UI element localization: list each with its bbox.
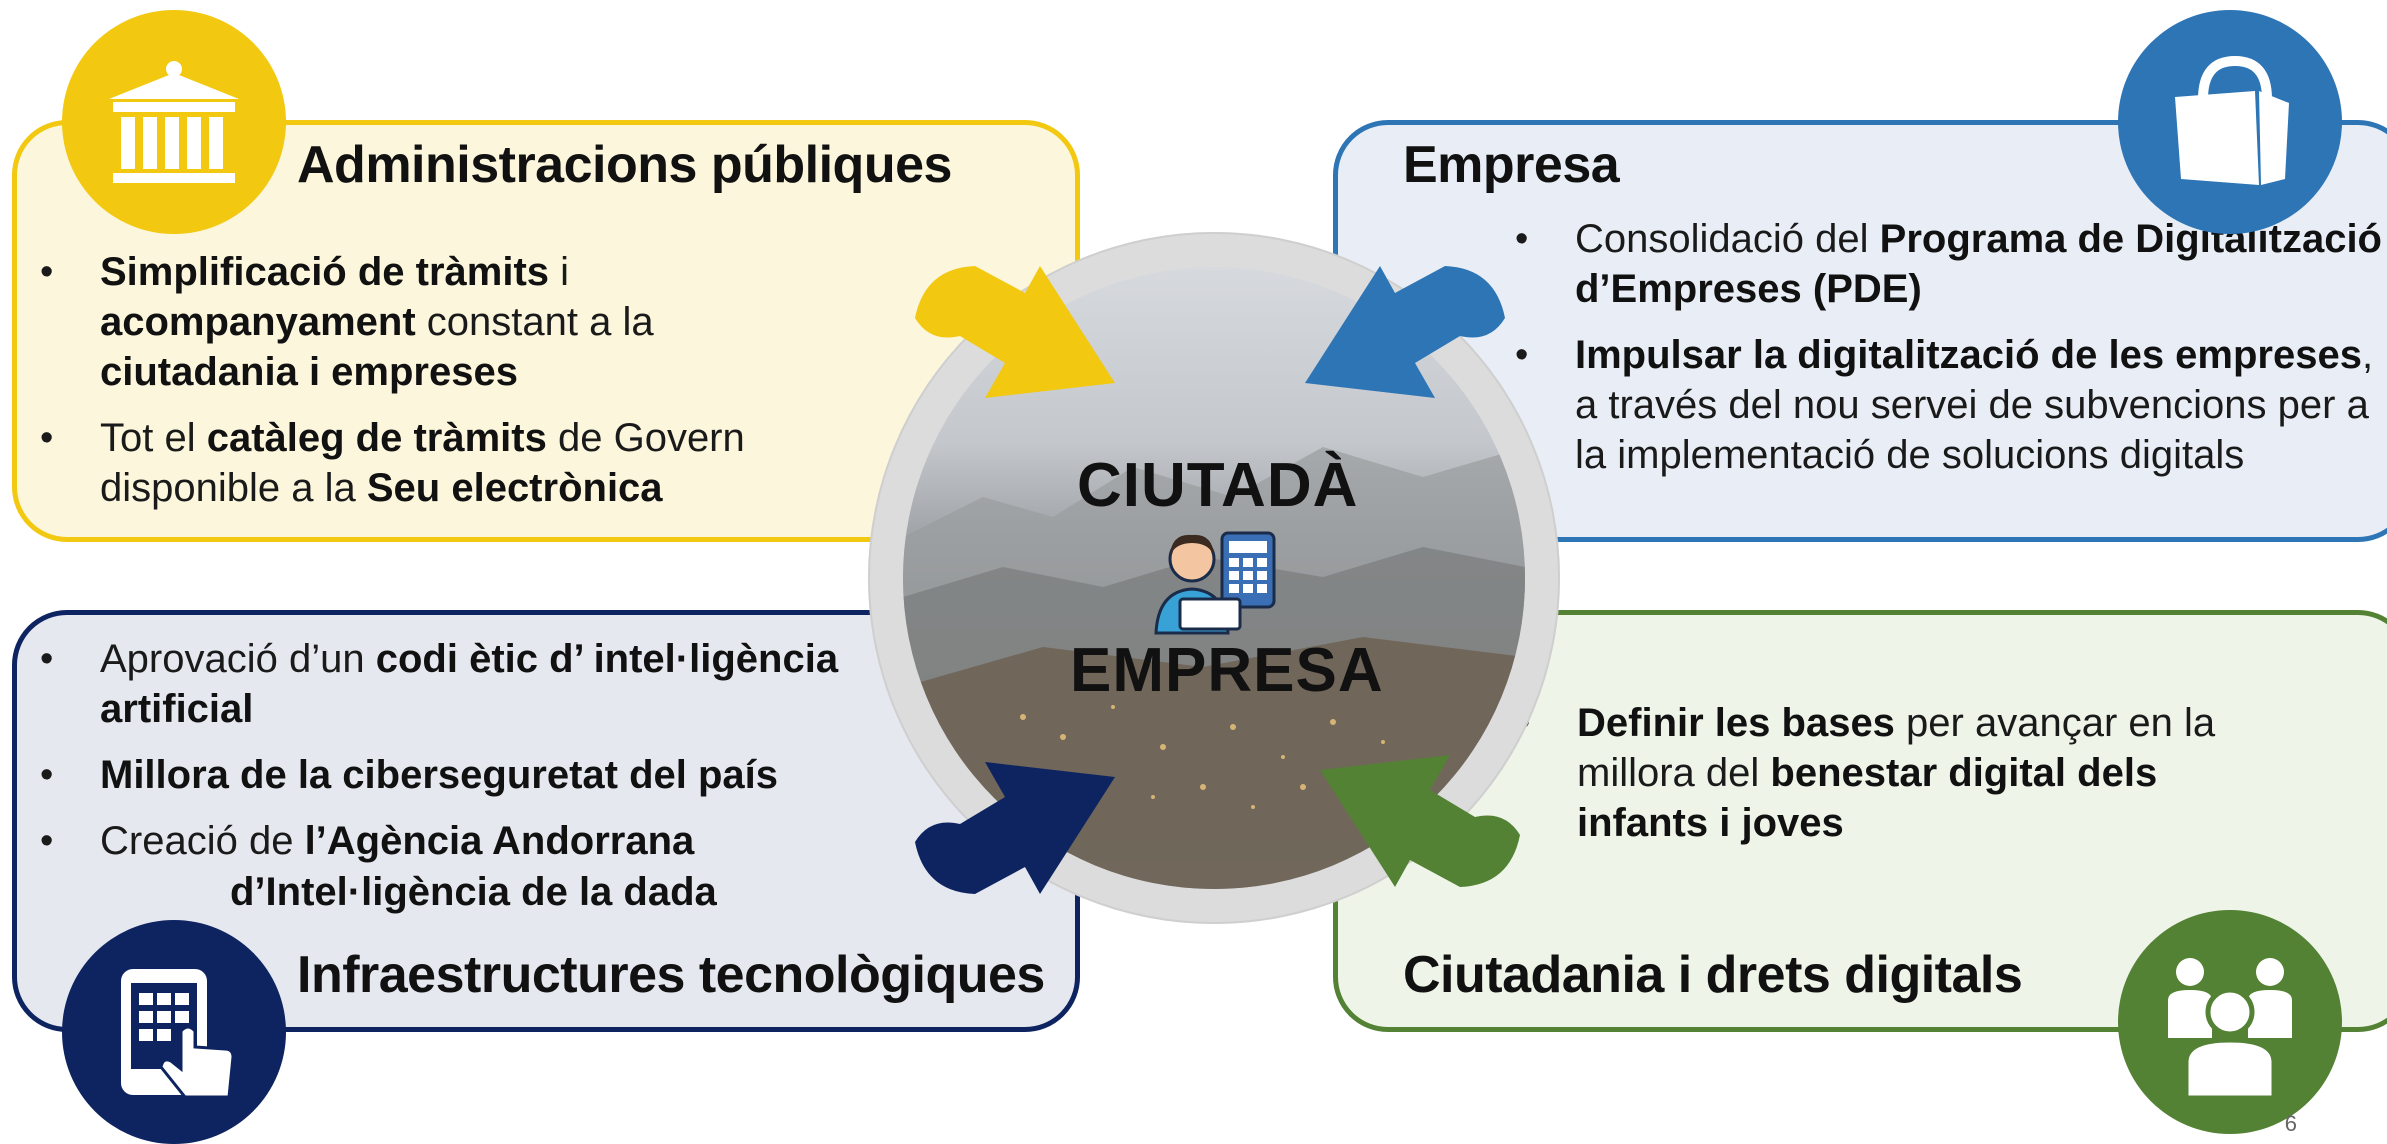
- arrow-infra-to-center: [915, 762, 1115, 894]
- bullet-emphasis: Simplificació de tràmits: [100, 250, 550, 294]
- page-number: 6: [2284, 1111, 2297, 1136]
- bullet-text: Creació de: [100, 819, 305, 863]
- bullet-text: de Govern disponible a la: [100, 416, 745, 510]
- infraestructures-icon-badge: [62, 920, 286, 1144]
- bullet-emphasis: Seu electrònica: [366, 466, 663, 510]
- bullet-item: Tot el catàleg de tràmits de Govern disp…: [40, 413, 840, 513]
- bullet-text: per avançar en la millora del: [1577, 701, 2216, 795]
- ciutadania-icon-badge: [2118, 910, 2342, 1134]
- arrow-admin-to-center: [915, 266, 1115, 398]
- bullet-item: Impulsar la digitalització de les empres…: [1515, 330, 2387, 480]
- government-building-icon: [109, 61, 239, 183]
- title-empresa: Empresa: [1403, 136, 1620, 194]
- bullet-continuation: d’Intel·ligència de la dada: [40, 867, 910, 917]
- bullet-item: Aprovació d’un codi ètic d’ intel·ligènc…: [40, 634, 910, 734]
- tablet-touch-icon: [121, 969, 235, 1099]
- bullet-list-ciutadania: Definir les bases per avançar en la mill…: [1517, 698, 2297, 864]
- person-laptop-icon: [1154, 531, 1276, 635]
- bullet-item: Millora de la ciberseguretat del país: [40, 750, 910, 800]
- bullet-emphasis: Impulsar la digitalització de les empres…: [1575, 333, 2362, 377]
- bullet-list-infraestructures: Aprovació d’un codi ètic d’ intel·ligènc…: [40, 634, 910, 882]
- shopping-bag-icon: [2175, 55, 2289, 185]
- bullet-continuation-text: d’Intel·ligència de la dada: [230, 870, 717, 914]
- bullet-text: Consolidació del: [1575, 217, 1880, 261]
- empresa-icon-badge: [2118, 10, 2342, 234]
- bullet-item: Consolidació del Programa de Digitalitza…: [1515, 214, 2387, 314]
- bullet-text: Aprovació d’un: [100, 637, 376, 681]
- bullet-emphasis: acompanyament: [100, 300, 416, 344]
- bullet-list-empresa: Consolidació del Programa de Digitalitza…: [1515, 214, 2387, 496]
- arrow-ciutadania-to-center: [1320, 755, 1520, 887]
- bullet-emphasis: codi ètic d’ intel·ligència artificial: [100, 637, 839, 731]
- title-administracions: Administracions públiques: [297, 136, 952, 194]
- bullet-emphasis: Millora de la ciberseguretat del país: [100, 753, 779, 797]
- bullet-text: i: [549, 250, 570, 294]
- arrow-empresa-to-center: [1305, 266, 1505, 398]
- center-title-ciutada: CIUTADÀ: [1077, 451, 1359, 520]
- bullet-text: , a través del nou servei de subvencions…: [1575, 333, 2374, 477]
- bullet-emphasis: ciutadania i empreses: [100, 350, 518, 394]
- people-group-icon: [2168, 958, 2292, 1101]
- title-ciutadania: Ciutadania i drets digitals: [1403, 946, 2023, 1004]
- title-infraestructures: Infraestructures tecnològiques: [297, 946, 1045, 1004]
- bullet-list-administracions: Simplificació de tràmits i acompanyament…: [40, 247, 840, 529]
- bullet-text: Tot el: [100, 416, 207, 460]
- bullet-item: Simplificació de tràmits i acompanyament…: [40, 247, 840, 397]
- bullet-emphasis: l’Agència Andorrana: [304, 819, 695, 863]
- administracions-icon-badge: [62, 10, 286, 234]
- bullet-emphasis: catàleg de tràmits: [206, 416, 547, 460]
- bullet-emphasis: benestar digital dels infants i joves: [1577, 751, 2158, 845]
- bullet-text: constant a la: [415, 300, 654, 344]
- bullet-item: Creació de l’Agència Andorrana: [40, 816, 910, 866]
- bullet-item: Definir les bases per avançar en la mill…: [1517, 698, 2297, 848]
- bullet-emphasis: Definir les bases: [1577, 701, 1895, 745]
- bullet-emphasis: Programa de Digitalització d’Empreses (P…: [1575, 217, 2382, 311]
- center-title-empresa: EMPRESA: [1070, 636, 1384, 705]
